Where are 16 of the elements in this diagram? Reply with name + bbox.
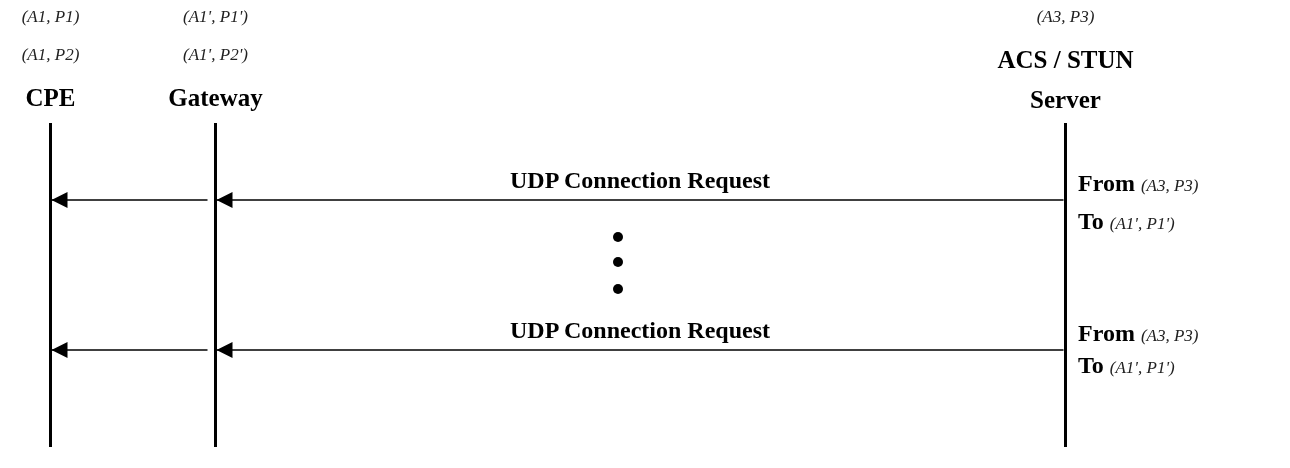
address-note: To (A1', P1') [1078, 208, 1175, 235]
address-label: (A3, P3) [1035, 7, 1096, 27]
participant-name: Gateway [167, 83, 264, 113]
address-note: From (A3, P3) [1078, 170, 1199, 197]
participant-name: ACS / STUN Server [996, 45, 1135, 115]
address-note: To (A1', P1') [1078, 352, 1175, 379]
participant-name: CPE [24, 83, 77, 113]
message-arrow [50, 342, 209, 358]
address-note: From (A3, P3) [1078, 320, 1199, 347]
address-label: (A1, P1) [20, 7, 81, 27]
message-arrow [215, 342, 1065, 358]
message-arrow [50, 192, 209, 208]
address-label: (A1', P1') [182, 7, 249, 27]
message-arrow [215, 192, 1065, 208]
address-label: (A1, P2) [20, 45, 81, 65]
address-label: (A1', P2') [182, 45, 249, 65]
